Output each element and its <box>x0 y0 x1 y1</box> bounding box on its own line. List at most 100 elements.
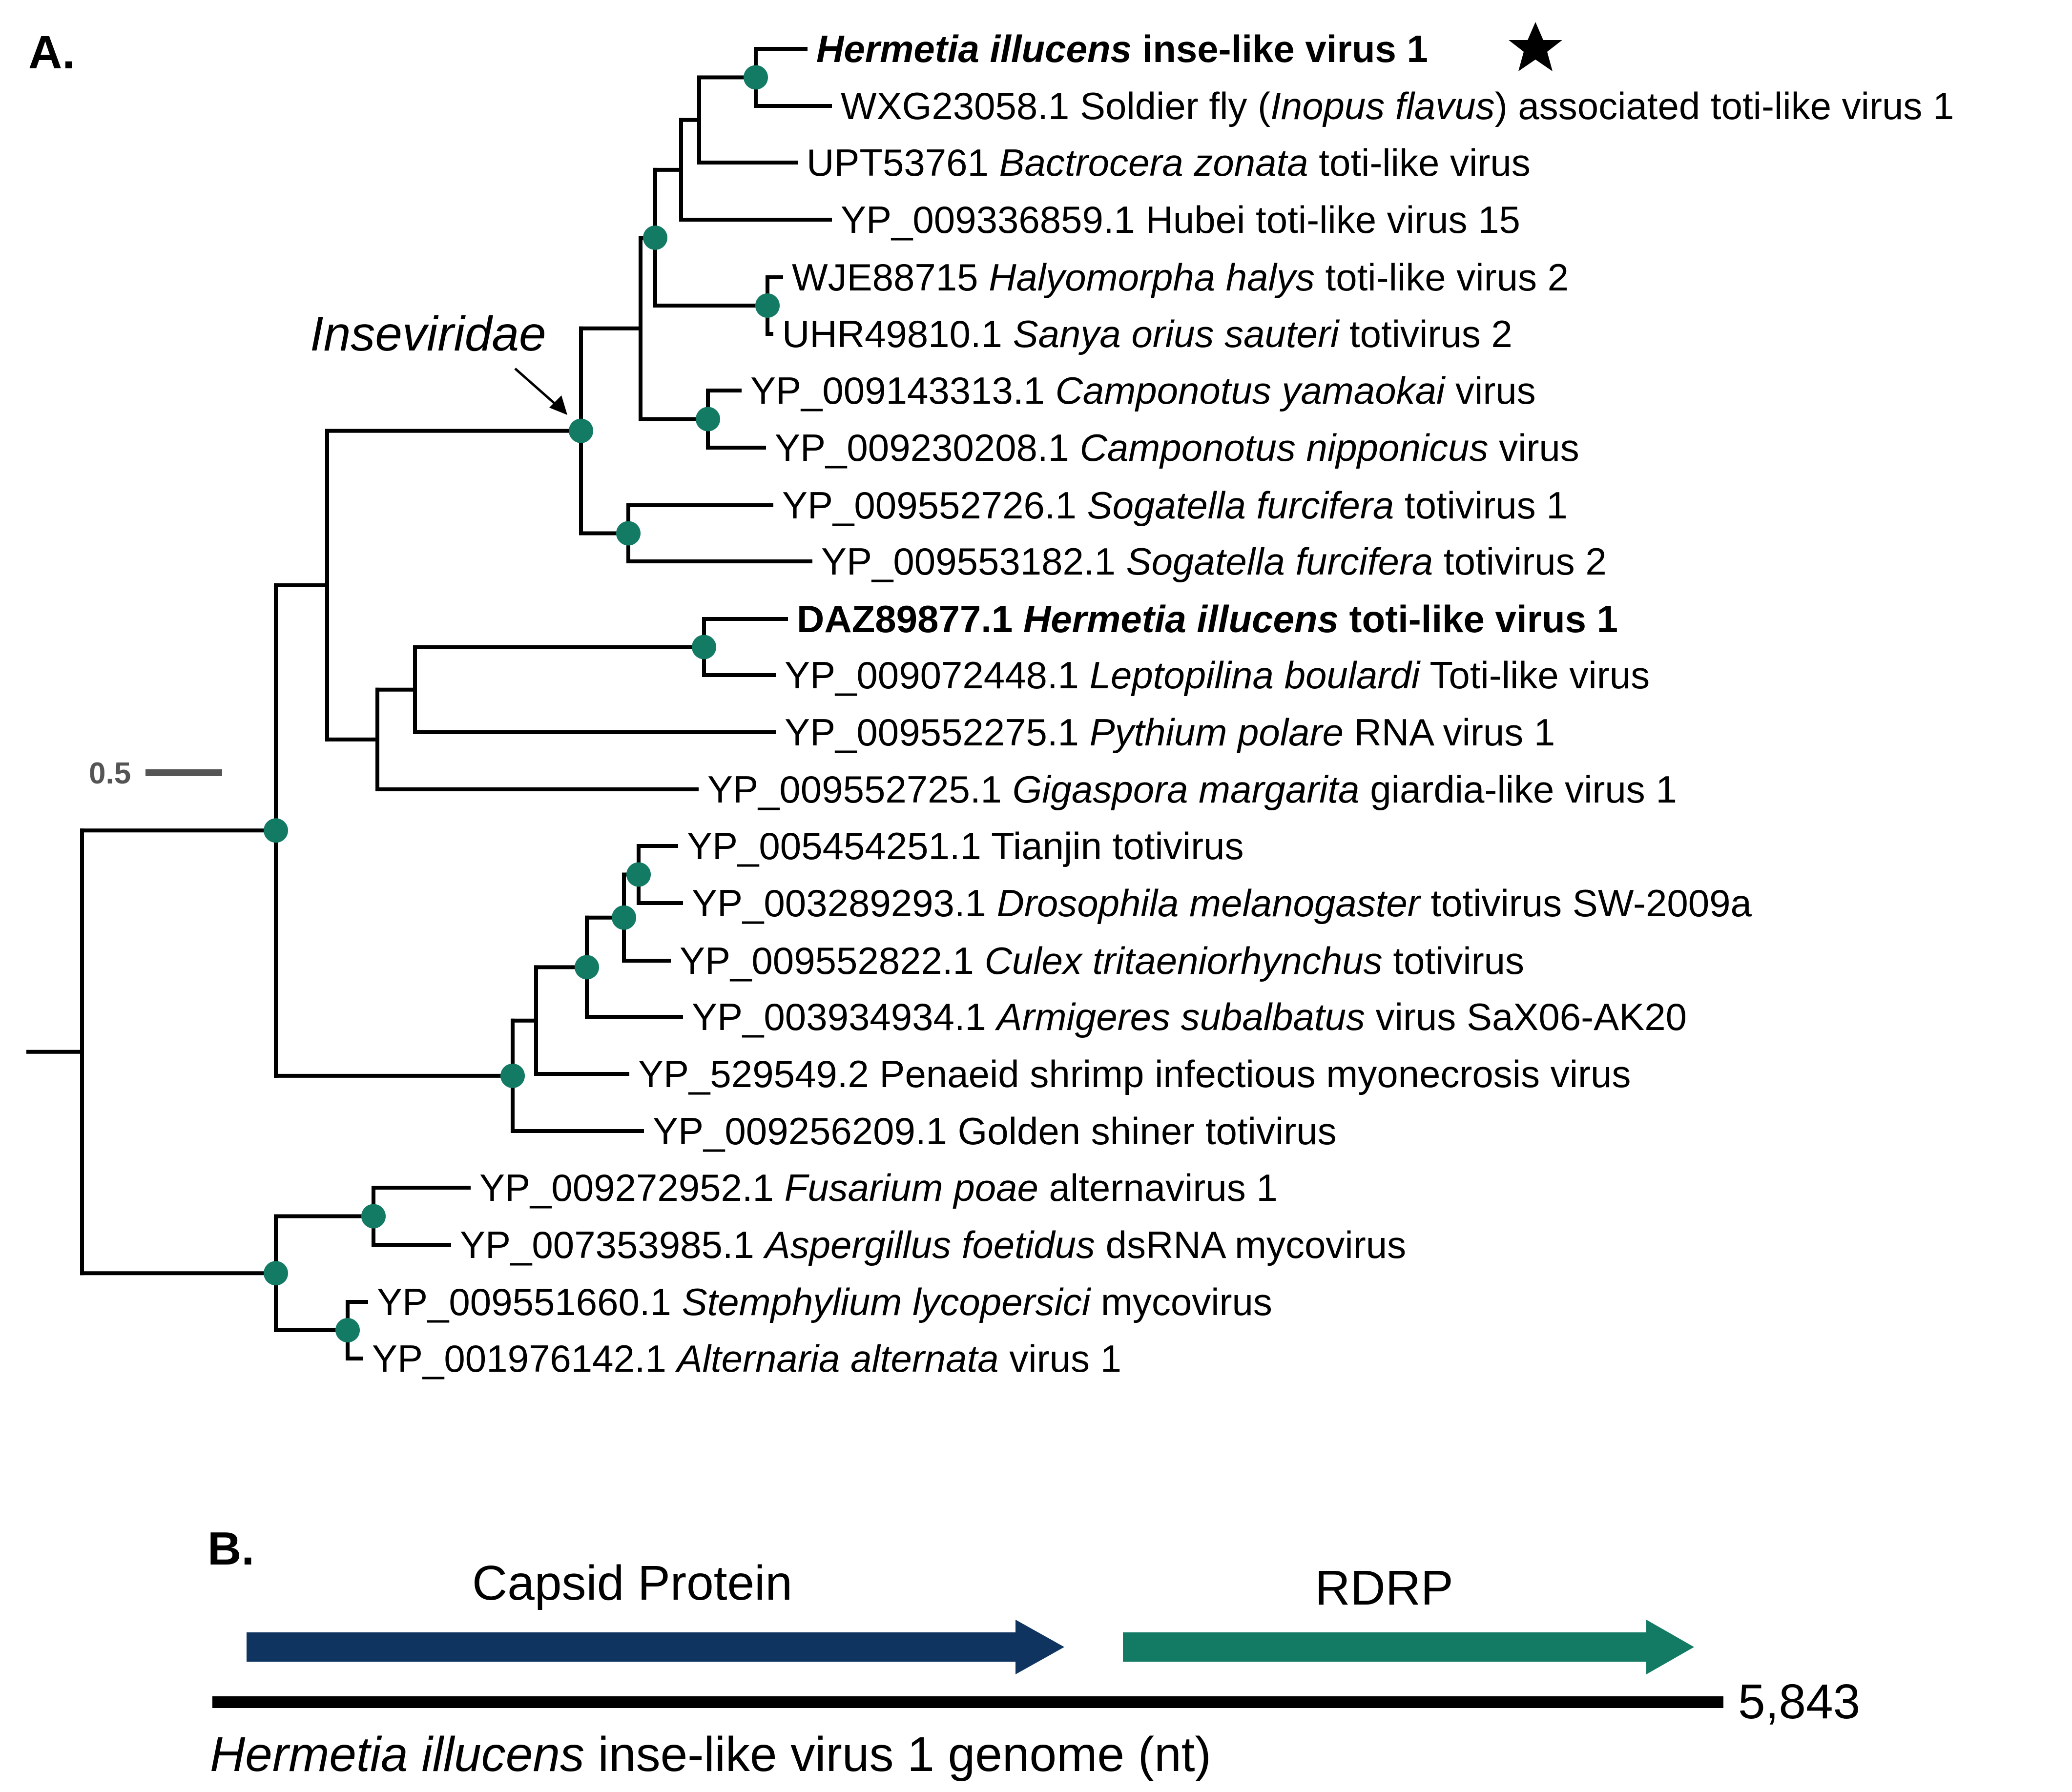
support-node-n9 <box>569 418 593 443</box>
taxon-label: WJE88715 Halyomorpha halys toti-like vir… <box>792 256 1569 299</box>
taxon-label-part: YP_009552726.1 <box>782 484 1087 527</box>
panel-b: B. Capsid Protein RDRP 5,843 Hermetia il… <box>207 1523 1860 1782</box>
gene-label-capsid: Capsid Protein <box>472 1556 792 1610</box>
taxon-label-part: YP_009143313.1 <box>750 369 1056 412</box>
taxon-label-part: Pythium polare <box>1090 711 1344 754</box>
support-node-n21 <box>335 1318 360 1342</box>
taxon-label-part: toti-like virus 2 <box>1315 256 1569 299</box>
support-node-n18 <box>500 1063 525 1088</box>
genome-length-label: 5,843 <box>1738 1674 1860 1729</box>
tree-labels: Hermetia illucens inse-like virus 1 WXG23… <box>372 27 1954 1380</box>
taxon-label: WXG23058.1 Soldier fly (Inopus flavus) a… <box>841 84 1954 127</box>
taxon-label-part: Sogatella furcifera <box>1087 484 1394 527</box>
taxon-label: YP_005454251.1 Tianjin totivirus <box>687 824 1243 867</box>
taxon-label: Hermetia illucens inse-like virus 1 <box>816 27 1428 70</box>
taxon-label: YP_003289293.1 Drosophila melanogaster t… <box>692 882 1752 925</box>
taxon-label-part: YP_003934934.1 <box>692 995 997 1038</box>
genome-axis-label-species: Hermetia illucens <box>210 1727 584 1782</box>
panel-a-label: A. <box>28 26 75 79</box>
taxon-label-part: YP_009336859.1 Hubei toti-like virus 15 <box>841 198 1520 241</box>
taxon-label-part: Drosophila melanogaster <box>997 882 1422 925</box>
scale-bar: 0.5 <box>89 757 222 790</box>
taxon-label-part: YP_009072448.1 <box>785 654 1090 697</box>
rdrp-arrow <box>1123 1620 1694 1674</box>
taxon-label-part: YP_007353985.1 <box>460 1223 765 1266</box>
taxon-label: YP_009072448.1 Leptopilina boulardi Toti… <box>785 654 1650 697</box>
taxon-label: YP_009336859.1 Hubei toti-like virus 15 <box>841 198 1520 241</box>
taxon-label-part: WJE88715 <box>792 256 989 299</box>
clade-label-inseviridae: Inseviridae <box>310 307 546 361</box>
taxon-label-part: YP_003289293.1 <box>692 882 997 925</box>
taxon-label-part: totivirus 2 <box>1339 312 1512 355</box>
taxon-label-part: mycovirus <box>1090 1280 1272 1323</box>
support-node-n14 <box>626 862 651 887</box>
capsid-protein-arrow <box>247 1620 1064 1674</box>
taxon-label-part: totivirus <box>1383 939 1524 982</box>
support-node-n1 <box>744 65 768 90</box>
taxon-label: YP_009272952.1 Fusarium poae alternaviru… <box>479 1166 1278 1209</box>
taxon-label-part: Fusarium poae <box>785 1166 1038 1209</box>
taxon-label-part: Halyomorpha halys <box>989 256 1315 299</box>
taxon-label-part: YP_005454251.1 Tianjin totivirus <box>687 824 1243 867</box>
clade-arrow-line <box>514 368 558 406</box>
taxon-label-part: WXG23058.1 Soldier fly ( <box>841 84 1270 127</box>
taxon-label-part: UPT53761 <box>807 141 999 184</box>
taxon-label-part: inse-like virus 1 <box>1132 27 1428 70</box>
taxon-label-part: virus SaX06-AK20 <box>1365 995 1687 1038</box>
taxon-label-part: YP_009552275.1 <box>785 711 1090 754</box>
taxon-label-part: YP_009551660.1 <box>377 1280 682 1323</box>
star-icon <box>1509 22 1562 71</box>
support-node-n10 <box>692 635 716 659</box>
scale-bar-label: 0.5 <box>89 757 131 790</box>
taxon-label-part: YP_009256209.1 Golden shiner totivirus <box>653 1110 1337 1153</box>
genome-axis-label: Hermetia illucens inse-like virus 1 geno… <box>210 1727 1211 1782</box>
taxon-label-part: Stemphylium lycopersici <box>682 1280 1092 1323</box>
taxon-label-part: Armigeres subalbatus <box>995 995 1365 1038</box>
clade-arrow-head <box>549 395 567 415</box>
taxon-label-part: YP_009272952.1 <box>479 1166 785 1209</box>
taxon-label-part: alternavirus 1 <box>1038 1166 1278 1209</box>
taxon-label-part: Hermetia illucens <box>1023 597 1339 640</box>
clade-annotation: Inseviridae <box>310 307 567 415</box>
taxon-label: YP_009143313.1 Camponotus yamaokai virus <box>750 369 1536 412</box>
taxon-label-part: Camponotus yamaokai <box>1056 369 1446 412</box>
taxon-label-part: totivirus 2 <box>1433 540 1606 583</box>
taxon-label-part: Alternaria alternata <box>675 1337 999 1380</box>
support-node-n6 <box>696 407 720 432</box>
taxon-label: YP_003934934.1 Armigeres subalbatus viru… <box>692 995 1687 1038</box>
taxon-label-part: toti-like virus 1 <box>1339 597 1618 640</box>
taxon-label-part: Culex tritaeniorhynchus <box>985 939 1383 982</box>
support-node-n5 <box>643 225 667 250</box>
support-node-n15 <box>612 905 636 930</box>
taxon-label-part: Sogatella furcifera <box>1126 540 1433 583</box>
taxon-label-part: Gigaspora margarita <box>1013 768 1360 811</box>
taxon-label: YP_529549.2 Penaeid shrimp infectious my… <box>638 1052 1631 1095</box>
taxon-label-part: Sanya orius sauteri <box>1013 312 1340 355</box>
taxon-label-part: YP_001976142.1 <box>372 1337 677 1380</box>
taxon-label-part: virus <box>1488 426 1579 469</box>
genome-axis-label-rest: inse-like virus 1 genome (nt) <box>584 1727 1211 1782</box>
taxon-label: YP_009256209.1 Golden shiner totivirus <box>653 1110 1337 1153</box>
support-node-n16 <box>575 955 599 980</box>
taxon-label: YP_009553182.1 Sogatella furcifera totiv… <box>821 540 1607 583</box>
taxon-label-part: RNA virus 1 <box>1344 711 1555 754</box>
tree-branches <box>26 47 832 1360</box>
taxon-label-part: Toti-like virus <box>1420 654 1650 697</box>
taxon-label: YP_009552275.1 Pythium polare RNA virus … <box>785 711 1555 754</box>
taxon-label-part: toti-like virus <box>1308 141 1531 184</box>
taxon-label-part: DAZ89877.1 <box>797 597 1023 640</box>
taxon-label: YP_009552726.1 Sogatella furcifera totiv… <box>782 484 1568 527</box>
taxon-label-part: YP_009553182.1 <box>821 540 1126 583</box>
taxon-label: DAZ89877.1 Hermetia illucens toti-like v… <box>797 597 1618 640</box>
taxon-label-part: YP_009552822.1 <box>680 939 985 982</box>
taxon-label: YP_009552725.1 Gigaspora margarita giard… <box>707 768 1677 811</box>
taxon-label-part: YP_529549.2 Penaeid shrimp infectious my… <box>638 1052 1631 1095</box>
support-node-n22 <box>264 1261 288 1286</box>
taxon-label: YP_009552822.1 Culex tritaeniorhynchus t… <box>680 939 1524 982</box>
support-node-n8 <box>616 521 641 546</box>
support-node-n20 <box>361 1204 386 1229</box>
taxon-label: YP_009230208.1 Camponotus nipponicus vir… <box>775 426 1579 469</box>
taxon-label-part: Leptopilina boulardi <box>1090 654 1421 697</box>
taxon-label-part: YP_009552725.1 <box>707 768 1013 811</box>
